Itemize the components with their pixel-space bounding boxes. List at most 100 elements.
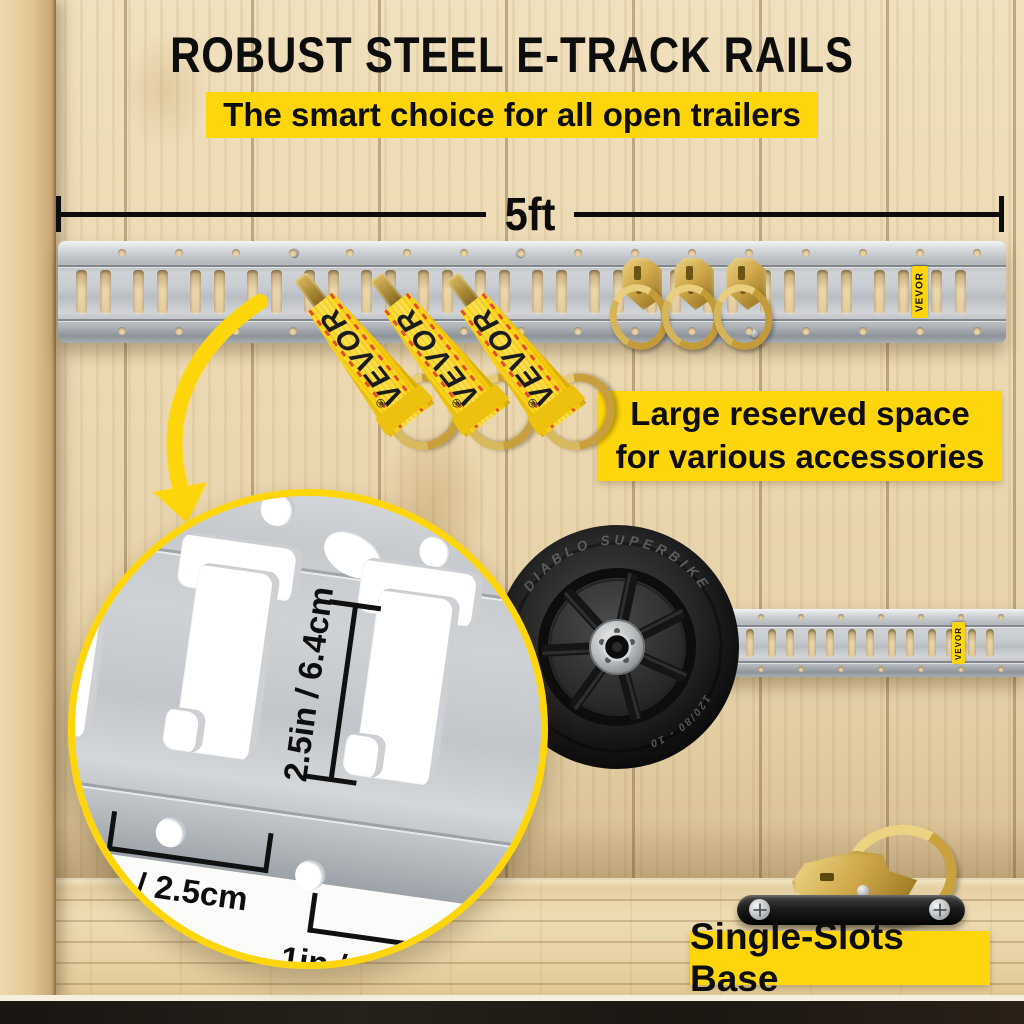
corner-post: [0, 0, 56, 1002]
dimension-line: [61, 211, 486, 217]
rail-ridge: [556, 625, 1024, 627]
base-screw: [929, 899, 950, 920]
page-subtitle: The smart choice for all open trailers: [206, 92, 818, 138]
rail-slot: [271, 270, 282, 314]
rail-hole: [289, 327, 297, 335]
rail-slot: [499, 270, 510, 314]
rail-hole: [118, 249, 126, 257]
rail-slot: [848, 628, 856, 658]
rail-slot: [100, 270, 111, 314]
rail-hole: [973, 327, 981, 335]
rail-slot-foot: [161, 705, 207, 754]
rail-slot: [826, 628, 834, 658]
rail-slot: [968, 628, 976, 658]
rail-hole: [574, 327, 582, 335]
under-table-shadow: [0, 1001, 1024, 1024]
rail-slot: [361, 270, 372, 314]
zoom-detail-circle: 2.5in / 6.4cm 1in / 2.5cm 1in / 2.5cm: [68, 489, 548, 969]
rail-hole: [403, 249, 411, 257]
rail-hole: [918, 614, 924, 620]
rail-slot: [888, 628, 896, 658]
rail-hole: [998, 666, 1004, 672]
rail-hole: [745, 249, 753, 257]
base-screw: [749, 899, 770, 920]
base-plate: [737, 895, 965, 925]
rail-slot: [986, 628, 994, 658]
rail-slot: [76, 270, 87, 314]
rail-slot: [928, 628, 936, 658]
rail-ridge: [556, 661, 1024, 663]
single-slots-base-label: Single-Slots Base: [690, 916, 904, 999]
floor-front-edge: [0, 995, 1024, 1001]
rail-hole: [631, 249, 639, 257]
rail-slot: [133, 270, 144, 314]
mounting-screw: [750, 329, 759, 338]
length-label: 5ft: [504, 188, 556, 240]
rail-hole: [517, 249, 525, 257]
rail-slot: [906, 628, 914, 658]
rail-hole: [688, 327, 696, 335]
rail-slot: [931, 270, 942, 314]
rail-hole: [758, 614, 764, 620]
rail-hole: [859, 249, 867, 257]
rail-slot: [946, 628, 954, 658]
rail-hole: [175, 249, 183, 257]
rail-ridge: [58, 265, 1006, 267]
rail-slot: [866, 628, 874, 658]
rail-slot: [589, 270, 600, 314]
rail-slot: [247, 270, 258, 314]
reserved-space-line2: for various accessories: [615, 438, 985, 475]
rail-hole: [232, 327, 240, 335]
rail-ridge: [58, 319, 1006, 321]
rail-hole: [878, 666, 884, 672]
curved-arrow-icon: [153, 294, 268, 523]
length-dimension: 5ft: [56, 188, 1005, 240]
page-title: ROBUST STEEL E-TRACK RAILS: [170, 27, 854, 83]
rail-slot: [442, 270, 453, 314]
o-ring-anchor: [706, 258, 780, 357]
reserved-space-line1: Large reserved space: [630, 395, 970, 433]
rail-hole: [175, 327, 183, 335]
rail-hole: [631, 327, 639, 335]
rail-slot: [808, 628, 816, 658]
rail-hole: [958, 614, 964, 620]
rail-slot: [784, 270, 795, 314]
rail-hole: [958, 666, 964, 672]
single-slots-base-callout: Single-Slots Base: [690, 916, 990, 999]
rail-hole: [460, 249, 468, 257]
rail-hole: [916, 327, 924, 335]
rail-hole: [346, 249, 354, 257]
rail-hole: [916, 249, 924, 257]
rail-hole: [289, 249, 297, 257]
rail-hole: [517, 327, 525, 335]
rail-hole: [859, 327, 867, 335]
rail-hole: [802, 249, 810, 257]
rail-hole: [758, 666, 764, 672]
rail-hole: [838, 666, 844, 672]
rail-slot: [786, 628, 794, 658]
rail-slot: [874, 270, 885, 314]
rail-hole: [745, 327, 753, 335]
rail-hole: [574, 249, 582, 257]
rail-hole: [998, 614, 1004, 620]
rail-slot: [214, 270, 225, 314]
dimension-end-cap: [999, 196, 1005, 232]
rail-slot: [898, 270, 909, 314]
rail-slot: [556, 270, 567, 314]
dimension-line: [574, 211, 1000, 217]
etrack-rail-main: [58, 241, 1006, 343]
rail-slot: [190, 270, 201, 314]
rail-hole: [118, 327, 126, 335]
reserved-space-callout: Large reserved space for various accesso…: [598, 391, 1002, 481]
o-ring-anchor: [654, 258, 728, 357]
rail-slot: [475, 270, 486, 314]
base-pin: [857, 885, 869, 897]
rail-slot: [418, 270, 429, 314]
rail-slot: [768, 628, 776, 658]
single-slot-base: [737, 814, 967, 936]
o-ring-anchor: [602, 258, 676, 357]
rail-hole: [798, 614, 804, 620]
dimension-end-cap: [56, 196, 61, 232]
rail-hole: [802, 327, 810, 335]
zoomed-rail-scene: 2.5in / 6.4cm 1in / 2.5cm 1in / 2.5cm: [75, 496, 541, 962]
